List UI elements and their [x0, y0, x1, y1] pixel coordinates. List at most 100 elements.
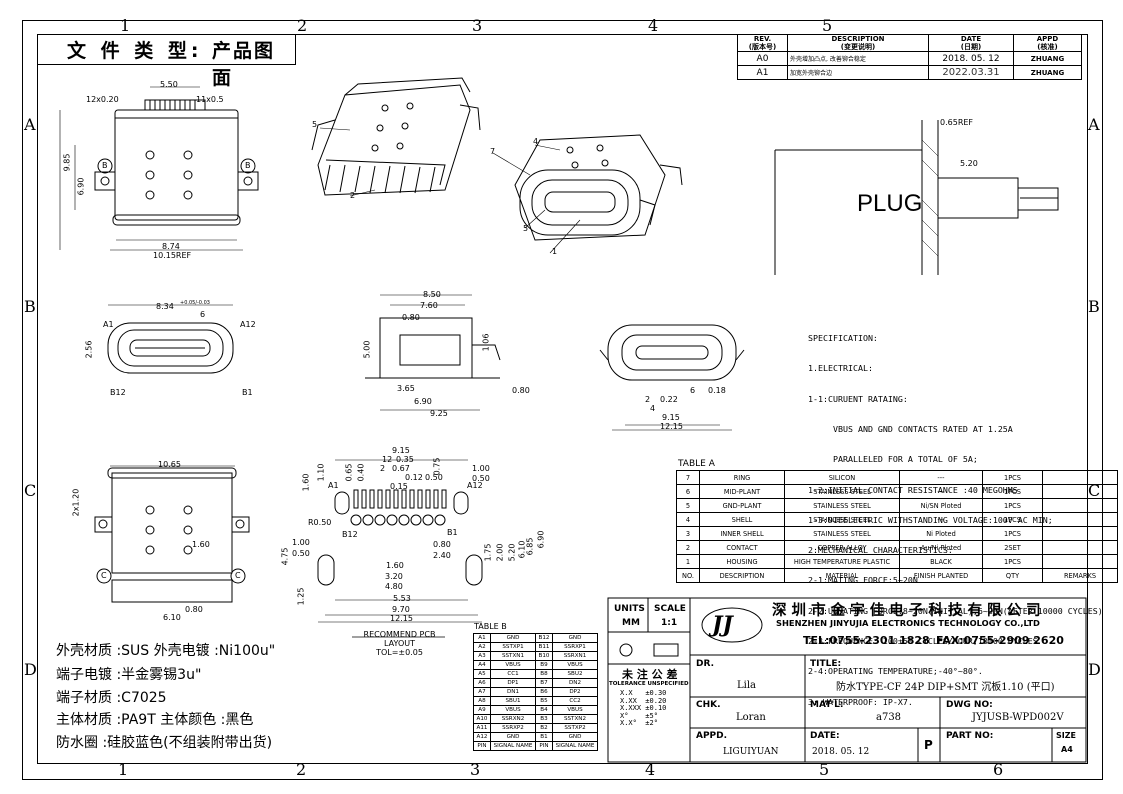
table-b-cell: A1: [473, 633, 491, 643]
table-a-cell: 2: [676, 540, 700, 555]
rev-row-rev: A1: [737, 65, 788, 80]
part-no-label: PART NO:: [946, 731, 994, 741]
dim-label: 8.50: [423, 290, 441, 299]
table-b-cell: GND: [490, 732, 536, 742]
zone-row-b-right: B: [1088, 297, 1100, 316]
mat-value: a738: [876, 712, 902, 723]
table-a-cell: REMARKS: [1042, 568, 1118, 583]
material-line: 防水圈 :硅胶蓝色(不组装附带出货): [56, 735, 273, 751]
doc-type-value: 产品图面: [212, 40, 276, 89]
table-b-cell: B9: [535, 660, 553, 670]
table-b-cell: A9: [473, 705, 491, 715]
spec-line: 2-4:OPERATING TEMPERATURE;-40°~80°.: [808, 666, 983, 677]
dim-label: 0.65REF: [940, 118, 974, 127]
dim-label: 2: [380, 464, 386, 473]
table-b-cell: CC2: [552, 696, 598, 706]
zone-col-4-bottom: 4: [645, 760, 656, 779]
dim-label: 2.40: [433, 551, 451, 560]
dim-label: 8.34: [156, 302, 174, 311]
table-b-cell: B10: [535, 651, 553, 661]
tol-key: X.X: [620, 689, 633, 697]
table-b-cell: A5: [473, 669, 491, 679]
table-a-cell: 1PCS: [982, 526, 1043, 541]
table-b-cell: VBUS: [490, 660, 536, 670]
table-b-cell: SSRXN1: [552, 651, 598, 661]
table-b-cell: SSTXP1: [490, 642, 536, 652]
table-a-cell: SHELL: [699, 512, 785, 527]
scale-value: 1:1: [661, 618, 678, 628]
zone-row-b-left: B: [24, 297, 36, 316]
pcb-layout-tol: TOL=±0.05: [376, 648, 423, 657]
spec-line: 1.ELECTRICAL:: [808, 363, 873, 374]
zone-col-5-top: 5: [822, 16, 833, 35]
chk-label: CHK.: [696, 700, 721, 710]
zone-col-3-bottom: 3: [470, 760, 481, 779]
tolerance-table: X.X ±0.30 X.XX ±0.20 X.XXX ±0.10 X° ±5° …: [620, 689, 667, 728]
tol-value: ±5°: [645, 711, 658, 720]
dim-label: B1: [242, 388, 253, 397]
dim-label: 1.60: [386, 561, 404, 570]
callout-3: 5: [312, 120, 318, 129]
table-b-cell: SSRXN2: [490, 714, 536, 724]
table-b-cell: SSTXP2: [552, 723, 598, 733]
dwg-value: JYJUSB-WPD002V: [972, 712, 1064, 723]
dim-label: 9.15: [392, 446, 410, 455]
table-a-cell: [1042, 540, 1118, 555]
dim-label: 1.75: [483, 543, 493, 562]
table-a-cell: Au/Ni Ploted: [899, 540, 983, 555]
zone-row-a-right: A: [1088, 115, 1100, 134]
spec-line: 2-3:FREQUENCE: 200±50 CYCLES/HOUR,10000 …: [808, 636, 1038, 646]
table-a-cell: Ni Ploted: [899, 526, 983, 541]
scale-label: SCALE: [654, 604, 686, 614]
table-b-cell: GND: [490, 633, 536, 643]
table-b-cell: A7: [473, 687, 491, 697]
doc-type-label: 文 件 类 型:: [67, 40, 203, 62]
table-a-cell: FINISH PLANTED: [899, 568, 983, 583]
callout-4: 4: [533, 137, 539, 146]
company-tel: TEL:0755-2301 1828: [803, 634, 930, 647]
tol-value: ±0.30: [645, 689, 667, 697]
dim-label: 0.50: [292, 549, 310, 558]
drawing-frame: [37, 34, 1088, 764]
dim-label: A1: [328, 481, 339, 490]
dim-label: 0.80: [512, 386, 530, 395]
date-label: DATE:: [810, 731, 840, 741]
table-b-cell: PIN: [473, 741, 491, 751]
table-b-cell: B3: [535, 714, 553, 724]
units-label: UNITS: [614, 604, 645, 614]
table-a-cell: ---: [899, 512, 983, 527]
pcb-layout-caption: RECOMMEND PCB LAYOUT TOL=±0.05: [352, 630, 447, 657]
material-line: 主体材质 :PA9T 主体颜色 :黑色: [56, 712, 254, 728]
dim-label: +0.05/-0.03: [180, 300, 210, 306]
table-b-cell: B8: [535, 669, 553, 679]
table-a-cell: NO.: [676, 568, 700, 583]
spec-line: SPECIFICATION:: [808, 333, 878, 344]
table-b-cell: A4: [473, 660, 491, 670]
table-a-cell: 1PCS: [982, 554, 1043, 569]
table-b-cell: SBU2: [552, 669, 598, 679]
callout-label: 6: [200, 310, 206, 319]
dim-label: 12.15: [390, 614, 413, 623]
dim-label: 0.80: [433, 540, 451, 549]
dim-label: 6: [690, 386, 696, 395]
dim-label: 1.06: [481, 333, 491, 352]
dim-label: 8.74: [162, 242, 180, 251]
dim-label: 12.15: [660, 422, 683, 431]
spec-line: 2-2:UNMATING FORCE:8~20N(INITIAL),6~20N(…: [808, 605, 1103, 616]
table-b-cell: SSRXP1: [552, 642, 598, 652]
doc-type-box: 文 件 类 型: 产品图面: [37, 34, 296, 89]
dim-label: 6.10: [163, 613, 181, 622]
table-b-cell: SBU1: [490, 696, 536, 706]
table-a-cell: RING: [699, 470, 785, 485]
dim-label: 5.20: [960, 159, 978, 168]
rev-header-rev: REV. (版本号): [737, 34, 788, 52]
dim-label: 10.65: [158, 460, 181, 469]
dim-label: 0.50: [425, 473, 443, 482]
dim-label: 0.22: [660, 395, 678, 404]
